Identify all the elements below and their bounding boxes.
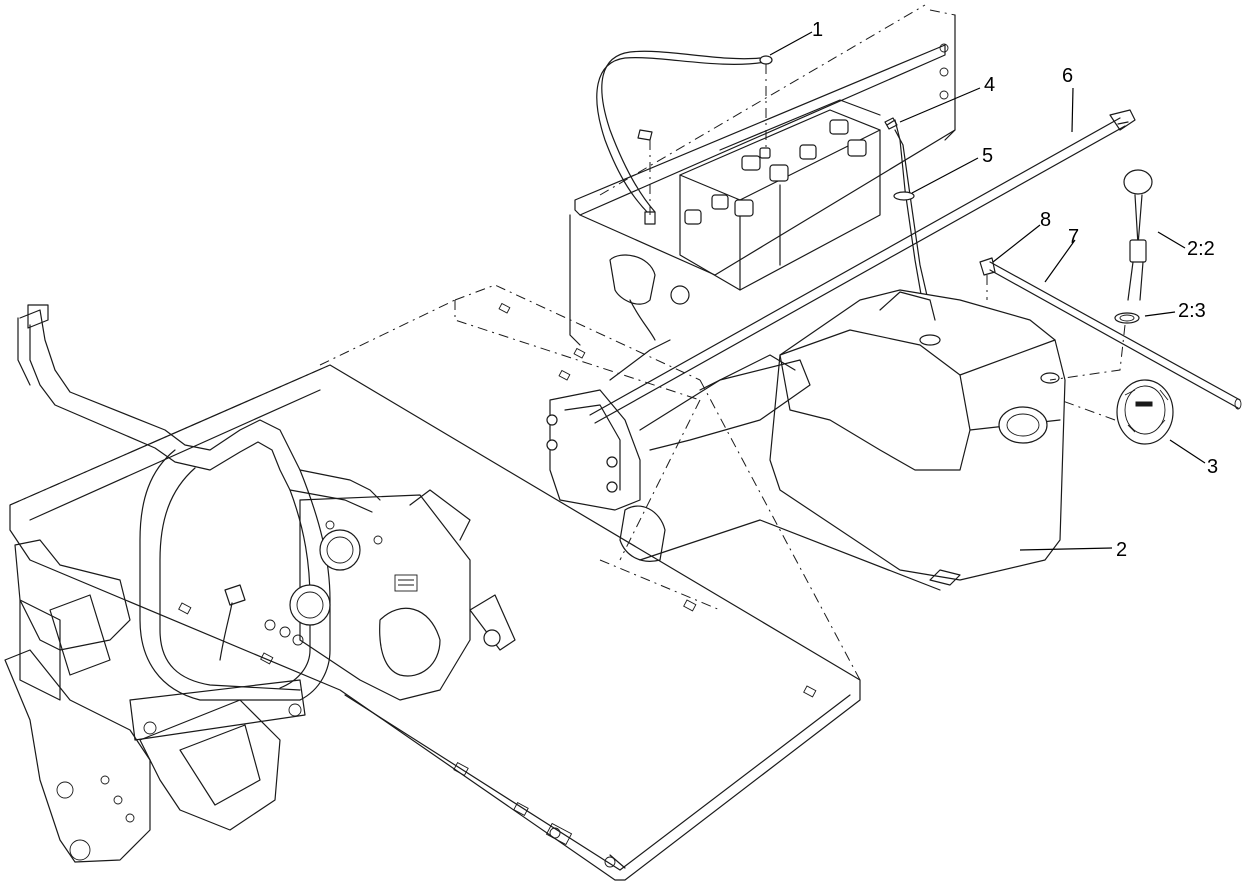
callout-3: 3	[1207, 456, 1218, 478]
fuel-gauge-sender	[1049, 169, 1153, 381]
callout-1: 1	[812, 19, 823, 41]
callout-6: 6	[1062, 65, 1073, 87]
mounting-plate	[9, 284, 861, 681]
fuel-cap	[1059, 379, 1174, 445]
fuel-tank	[639, 289, 1066, 591]
linkage-rod	[589, 109, 1136, 424]
callout-2-2: 2:2	[1187, 238, 1215, 260]
callout-5: 5	[982, 145, 993, 167]
tank-bracket	[546, 339, 811, 611]
battery-box	[569, 4, 956, 346]
chassis-frame	[4, 304, 861, 881]
battery-cable	[596, 50, 773, 225]
callout-7: 7	[1068, 226, 1079, 248]
callout-leaders	[769, 31, 1206, 551]
callout-2-3: 2:3	[1178, 300, 1206, 322]
fuel-hose	[884, 117, 929, 335]
vent-tube	[979, 257, 1242, 410]
callout-8: 8	[1040, 209, 1051, 231]
callout-4: 4	[984, 74, 995, 96]
callout-2: 2	[1116, 539, 1127, 561]
